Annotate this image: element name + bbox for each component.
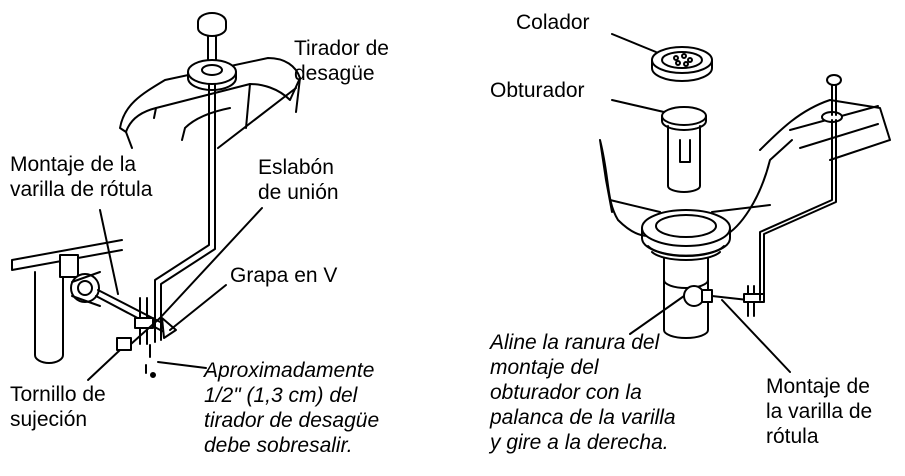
dimension-marks bbox=[145, 344, 156, 378]
drain-pull-knob bbox=[197, 12, 227, 71]
drain-flange bbox=[641, 209, 731, 262]
pivot-rod bbox=[711, 295, 749, 301]
sink-deck bbox=[609, 99, 891, 213]
faucet-deck-right bbox=[789, 74, 879, 149]
leader-ball-rod bbox=[99, 209, 119, 295]
leader-link bbox=[159, 207, 263, 319]
leader-screw bbox=[87, 349, 121, 381]
v-clip bbox=[161, 317, 177, 339]
stopper-label: Obturador bbox=[490, 79, 585, 102]
ball-rod-label-right: Montaje de la varilla de rótula bbox=[766, 375, 873, 448]
leader-strainer bbox=[611, 33, 657, 53]
faucet-deck bbox=[119, 57, 301, 149]
clevis-strap bbox=[116, 297, 161, 351]
drain-pull-label: Tirador de desagüe bbox=[294, 37, 389, 85]
drain-pull-rod bbox=[154, 83, 216, 343]
leader-stopper bbox=[611, 99, 665, 113]
drain-body-seam bbox=[663, 279, 709, 289]
left-illustration bbox=[11, 12, 301, 381]
alignment-note: Aline la ranura del montaje del obturado… bbox=[490, 331, 676, 454]
stopper bbox=[661, 106, 707, 193]
leader-note bbox=[157, 361, 207, 369]
leader-align-note bbox=[629, 295, 685, 335]
screw-label: Tornillo de sujeción bbox=[10, 383, 106, 431]
leader-drain-pull bbox=[217, 87, 297, 149]
leader-ball-rod-right bbox=[721, 299, 791, 373]
ball-rod-label-left: Montaje de la varilla de rótula bbox=[10, 153, 153, 201]
lift-rod-right bbox=[759, 119, 837, 301]
drain-body bbox=[663, 257, 709, 339]
tailpipe bbox=[34, 254, 101, 364]
right-illustration bbox=[599, 33, 891, 373]
pivot-nut bbox=[683, 285, 713, 307]
v-clip-label: Grapa en V bbox=[230, 264, 338, 287]
extension-note: Aproximadamente 1/2" (1,3 cm) del tirado… bbox=[204, 359, 380, 457]
strainer-label: Colador bbox=[516, 11, 590, 34]
leader-v-clip bbox=[169, 284, 227, 331]
link-label: Eslabón de unión bbox=[258, 156, 339, 204]
strainer bbox=[651, 46, 713, 82]
ball-rod bbox=[95, 289, 169, 333]
